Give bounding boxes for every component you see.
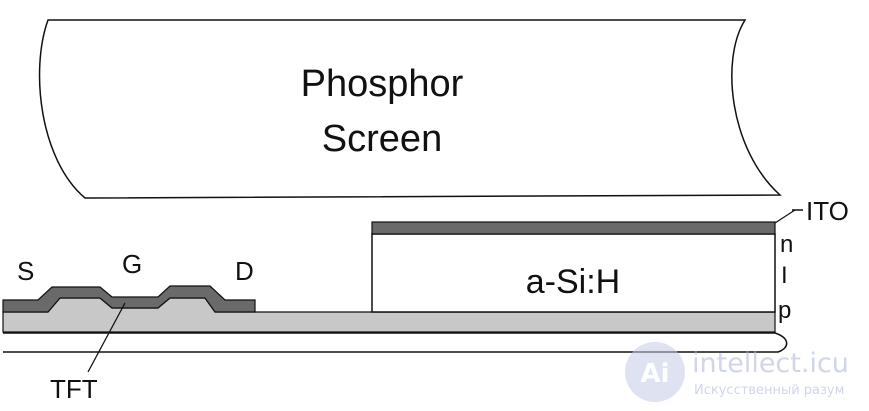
tft-metal-electrodes xyxy=(2,285,256,313)
phosphor-screen-label-line1: Phosphor xyxy=(301,63,464,105)
layer-i-label: I xyxy=(781,262,788,289)
ito-leader-line xyxy=(774,209,796,224)
tft-leader-line xyxy=(87,302,126,373)
source-label: S xyxy=(17,256,34,286)
ito-label: ITO xyxy=(806,196,849,226)
layer-n-label: n xyxy=(780,231,793,258)
drain-label: D xyxy=(235,256,254,286)
phosphor-screen-label-line2: Screen xyxy=(322,118,442,160)
layer-p-label: p xyxy=(778,297,791,324)
photodiode-body xyxy=(371,233,776,313)
watermark-logo-icon xyxy=(625,342,685,402)
ito-layer xyxy=(371,221,776,235)
photodiode-label: a-Si:H xyxy=(526,263,620,301)
watermark: Ai intellect.icu Искусственный разум xyxy=(625,342,849,402)
svg-text:Ai: Ai xyxy=(640,359,669,389)
gate-label: G xyxy=(122,249,142,279)
tft-label: TFT xyxy=(50,374,98,404)
glass-substrate xyxy=(3,332,788,353)
phosphor-screen xyxy=(38,19,782,199)
watermark-site: intellect.icu xyxy=(692,348,849,379)
watermark-tagline: Искусственный разум xyxy=(694,383,844,398)
